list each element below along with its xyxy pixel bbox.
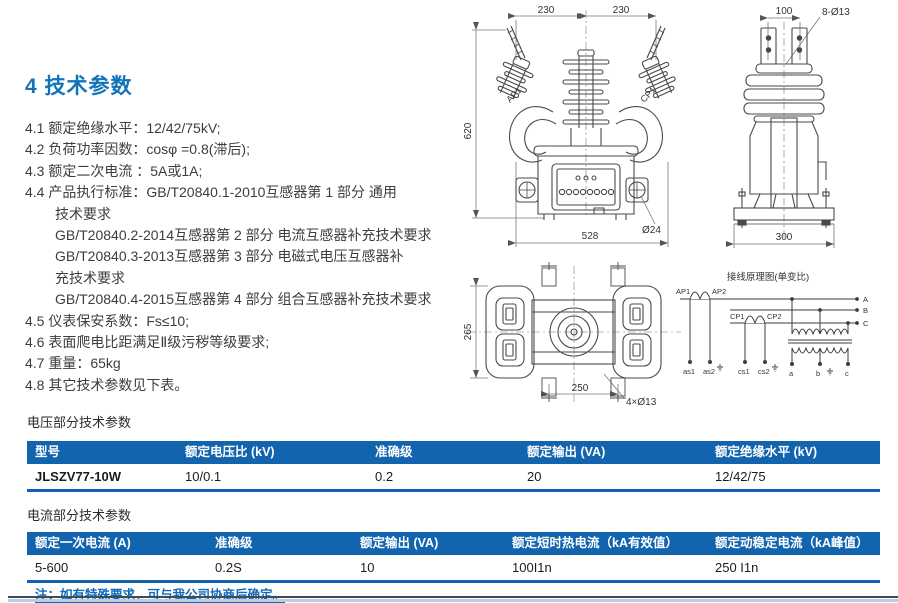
spec-list: 4.1 额定绝缘水平：12/42/75kV; 4.2 负荷功率因数：cosφ =… bbox=[25, 118, 460, 396]
dim-label: 300 bbox=[776, 232, 793, 243]
table-row: 5-600 0.2S 10 100I1n 250 I1n bbox=[27, 555, 880, 583]
dim-label: 8-Ø13 bbox=[822, 7, 850, 18]
voltage-table-caption: 电压部分技术参数 bbox=[27, 415, 132, 430]
terminal-label: c bbox=[845, 369, 849, 378]
column-header: 额定输出 (VA) bbox=[527, 445, 606, 459]
wiring-title: 接线原理图(单变比) bbox=[727, 271, 809, 283]
mounting-bolts-icon bbox=[541, 262, 626, 402]
terminal-label: as1 bbox=[683, 367, 695, 376]
bushing-label: CP1 bbox=[638, 85, 657, 104]
cell-thermal-current: 100I1n bbox=[512, 560, 552, 575]
cell-voltage-ratio: 10/0.1 bbox=[185, 469, 222, 484]
current-table: 额定一次电流 (A) 准确级 额定输出 (VA) 额定短时热电流（kA有效值） … bbox=[27, 532, 880, 583]
feet-icon bbox=[543, 207, 627, 220]
left-bushing-icon bbox=[496, 25, 557, 163]
spec-line: GB/T20840.4-2015互感器第 4 部分 组合互感器补充技术要求 bbox=[55, 291, 432, 308]
dim-label: 528 bbox=[582, 231, 599, 242]
ground-icon bbox=[772, 364, 778, 372]
spec-line: GB/T20840.3-2013互感器第 3 部分 电磁式电压互感器补 bbox=[55, 248, 404, 265]
spec-line: 4.7 重量：65kg bbox=[25, 355, 121, 372]
column-header: 额定动稳定电流（kA峰值） bbox=[715, 536, 869, 550]
terminal-label: cs2 bbox=[758, 367, 770, 376]
cell-accuracy-class: 0.2S bbox=[215, 560, 242, 575]
cell-rated-output: 10 bbox=[360, 560, 375, 575]
dim-label: 620 bbox=[463, 122, 474, 139]
current-table-caption: 电流部分技术参数 bbox=[27, 508, 132, 523]
terminal-label: AP2 bbox=[712, 287, 726, 296]
page-title: 4 技术参数 bbox=[25, 75, 133, 98]
ground-icon bbox=[827, 368, 833, 376]
dim-label: 250 bbox=[572, 383, 589, 394]
column-header: 准确级 bbox=[375, 445, 413, 459]
front-dimension-lines bbox=[472, 10, 669, 247]
voltage-table-header-row: 型号 额定电压比 (kV) 准确级 额定输出 (VA) 额定绝缘水平 (kV) bbox=[27, 441, 880, 464]
cell-accuracy-class: 0.2 bbox=[375, 469, 394, 484]
terminal-label: AP1 bbox=[676, 287, 690, 296]
cell-model: JLSZV77-10W bbox=[35, 469, 121, 484]
center-body-icon bbox=[531, 299, 616, 365]
phase-label: B bbox=[863, 306, 868, 315]
column-header: 准确级 bbox=[215, 536, 253, 550]
cell-dynamic-current: 250 I1n bbox=[715, 560, 759, 575]
front-body bbox=[496, 25, 676, 220]
ground-icon bbox=[717, 364, 723, 372]
table-row: JLSZV77-10W 10/0.1 0.2 20 12/42/75 bbox=[27, 464, 880, 492]
dim-label: 100 bbox=[776, 6, 793, 17]
voltage-table: 型号 额定电压比 (kV) 准确级 额定输出 (VA) 额定绝缘水平 (kV) … bbox=[27, 441, 880, 492]
side-dimension-lines bbox=[726, 15, 835, 248]
dim-label: 265 bbox=[463, 323, 474, 340]
dim-label: Ø24 bbox=[642, 225, 661, 236]
column-header: 额定绝缘水平 (kV) bbox=[715, 445, 818, 459]
center-bushing-icon bbox=[562, 49, 610, 146]
cell-primary-current: 5-600 bbox=[35, 560, 69, 575]
terminal-label: as2 bbox=[703, 367, 715, 376]
left-pad-icon bbox=[485, 285, 535, 379]
phase-label: C bbox=[863, 319, 869, 328]
spec-line: 4.1 额定绝缘水平：12/42/75kV; bbox=[25, 120, 221, 136]
side-body bbox=[733, 27, 835, 228]
column-header: 额定一次电流 (A) bbox=[35, 536, 131, 550]
spec-line: 充技术要求 bbox=[55, 269, 125, 286]
top-view-drawing: 265 250 4×Ø13 bbox=[463, 262, 681, 408]
footer-rule-dark bbox=[8, 596, 898, 598]
spec-line: 4.3 额定二次电流 ：5A或1A; bbox=[25, 162, 203, 179]
column-header: 额定电压比 (kV) bbox=[185, 445, 275, 459]
footer-rule-light bbox=[8, 599, 898, 602]
dim-label: 230 bbox=[538, 5, 555, 16]
top-body bbox=[485, 262, 662, 402]
footer-note: 注：如有特殊要求，可与我公司协商后确定。 bbox=[35, 588, 286, 602]
dim-label: 4×Ø13 bbox=[626, 397, 657, 408]
bushing-label: AP1 bbox=[504, 85, 523, 104]
spec-line: GB/T20840.2-2014互感器第 2 部分 电流互感器补充技术要求 bbox=[55, 227, 432, 244]
side-view-drawing: 100 8-Ø13 300 bbox=[726, 6, 850, 248]
column-header: 额定输出 (VA) bbox=[360, 536, 439, 550]
base-plate-icon bbox=[733, 188, 835, 228]
front-view-drawing: 230 230 620 528 Ø24 AP1 CP1 bbox=[463, 5, 676, 247]
terminal-label: CP1 bbox=[730, 312, 745, 321]
side-tank-icon bbox=[749, 117, 827, 209]
top-dimension-lines bbox=[468, 266, 681, 402]
terminal-label: CP2 bbox=[767, 312, 782, 321]
phase-label: A bbox=[863, 295, 868, 304]
dim-label: 230 bbox=[613, 5, 630, 16]
spec-line: 4.4 产品执行标准：GB/T20840.1-2010互感器第 1 部分 通用 bbox=[25, 184, 397, 201]
terminal-label: b bbox=[816, 369, 820, 378]
spec-line: 4.6 表面爬电比距满足Ⅱ级污秽等级要求; bbox=[25, 334, 270, 351]
spec-line: 4.8 其它技术参数见下表。 bbox=[25, 376, 189, 393]
cell-rated-output: 20 bbox=[527, 469, 542, 484]
spec-line: 4.5 仪表保安系数：Fs≤10; bbox=[25, 312, 190, 329]
spec-line: 技术要求 bbox=[55, 205, 111, 222]
wiring-lines bbox=[680, 291, 859, 376]
right-pad-icon bbox=[612, 285, 662, 379]
column-header: 额定短时热电流（kA有效值） bbox=[512, 536, 678, 550]
current-table-header-row: 额定一次电流 (A) 准确级 额定输出 (VA) 额定短时热电流（kA有效值） … bbox=[27, 532, 880, 555]
terminal-label: a bbox=[789, 369, 794, 378]
mounting-bracket-icon bbox=[515, 177, 649, 203]
right-bushing-icon bbox=[615, 25, 676, 163]
terminal-label: cs1 bbox=[738, 367, 750, 376]
column-header: 型号 bbox=[35, 445, 61, 459]
wiring-diagram: 接线原理图(单变比) AP1 AP2 CP1 CP2 A B C as1 as2… bbox=[676, 271, 869, 378]
cell-insulation-level: 12/42/75 bbox=[715, 469, 766, 484]
spec-line: 4.2 负荷功率因数：cosφ =0.8(滞后); bbox=[25, 141, 250, 158]
